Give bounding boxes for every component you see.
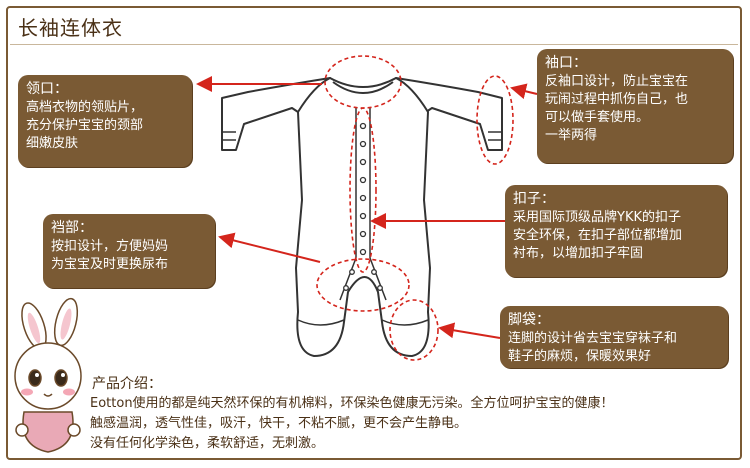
crotch-highlight — [316, 258, 410, 312]
button-callout-body: 采用国际顶级品牌YKK的扣子 安全环保，在扣子部位都增加 衬布，以增加扣子牢固 — [513, 210, 683, 261]
collar-callout-title: 领口： — [26, 81, 68, 97]
crotch-arrow — [218, 232, 321, 263]
product-intro-title: 产品介绍： — [92, 376, 162, 392]
cuff-callout: 袖口： 反袖口设计，防止宝宝在 玩闹过程中抓伤自己，也 可以做手套使用。 一举两… — [537, 49, 733, 163]
foot-callout-title: 脚袋： — [508, 312, 550, 328]
product-intro-line: Eotton使用的都是纯天然环保的有机棉料，环保染色健康无污染。全方位呵护宝宝的… — [90, 396, 614, 411]
placket-highlight — [349, 107, 377, 273]
foot-callout: 脚袋： 连脚的设计省去宝宝穿袜子和 鞋子的麻烦，保暖效果好 — [500, 306, 728, 368]
page-title: 长袖连体衣 — [18, 16, 123, 40]
product-intro-line: 没有任何化学染色，柔软舒适，无刺激。 — [90, 436, 325, 451]
foot-callout-body: 连脚的设计省去宝宝穿袜子和 鞋子的麻烦，保暖效果好 — [508, 331, 678, 364]
crotch-callout-body: 按扣设计，方便妈妈 为宝宝及时更换尿布 — [51, 239, 169, 272]
bunny-mascot-icon — [14, 297, 82, 453]
title-divider — [10, 44, 738, 45]
snap-buttons — [343, 122, 383, 291]
cuff-callout-title: 袖口： — [545, 55, 587, 71]
product-intro-line: 触感温润，透气性佳，吸汗，快干，不粘不腻，更不会产生静电。 — [90, 416, 468, 431]
button-callout-title: 扣子： — [513, 191, 555, 207]
crotch-callout-title: 裆部： — [51, 220, 93, 236]
collar-callout: 领口： 高档衣物的领贴片， 充分保护宝宝的颈部 细嫩皮肤 — [18, 75, 192, 167]
cuff-arrow — [510, 83, 538, 100]
product-intro: 产品介绍： Eotton使用的都是纯天然环保的有机棉料，环保染色健康无污染。全方… — [90, 374, 730, 454]
foot-arrow — [438, 322, 501, 339]
cuff-highlight — [476, 75, 514, 165]
collar-callout-body: 高档衣物的领贴片， 充分保护宝宝的颈部 细嫩皮肤 — [26, 100, 144, 151]
button-callout: 扣子： 采用国际顶级品牌YKK的扣子 安全环保，在扣子部位都增加 衬布，以增加扣… — [505, 185, 727, 277]
foot-highlight — [389, 299, 439, 361]
crotch-callout: 裆部： 按扣设计，方便妈妈 为宝宝及时更换尿布 — [43, 214, 215, 288]
cuff-callout-body: 反袖口设计，防止宝宝在 玩闹过程中抓伤自己，也 可以做手套使用。 一举两得 — [545, 74, 689, 143]
